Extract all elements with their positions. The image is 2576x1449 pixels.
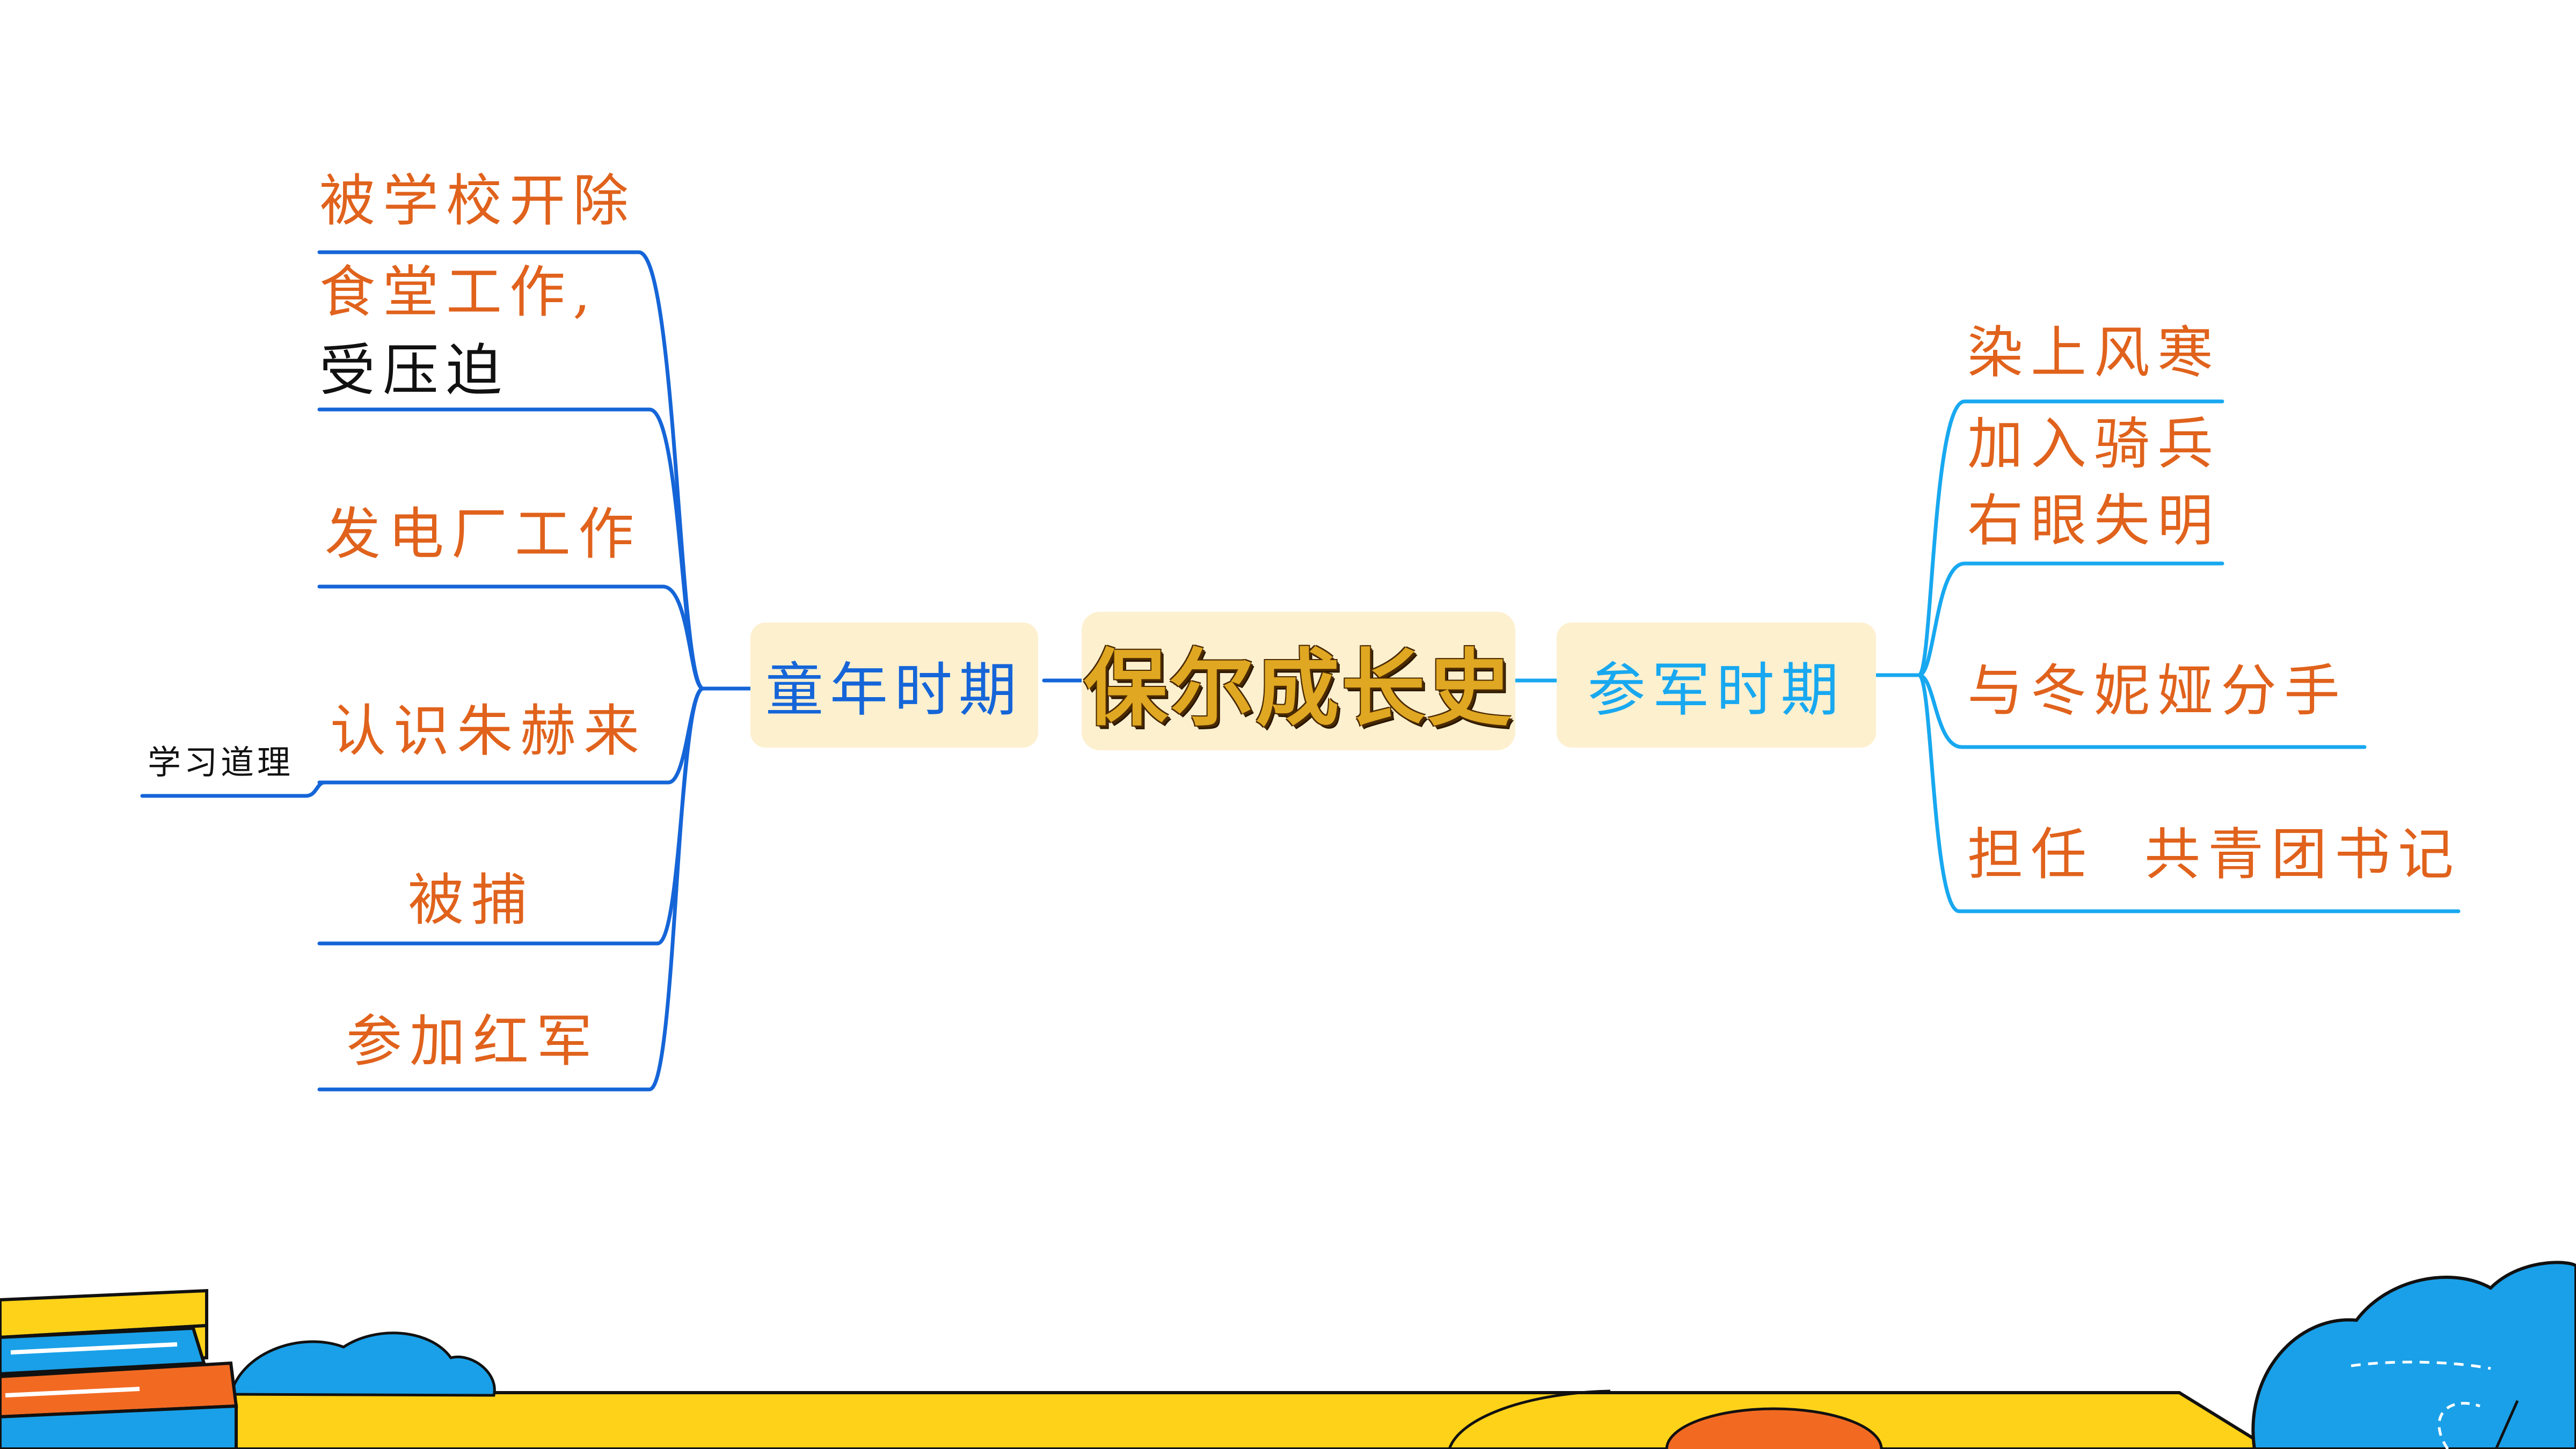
root-node-label: 保尔成长史 (1084, 640, 1513, 737)
desk-curve (1448, 1389, 1611, 1449)
connector-left-note (140, 780, 327, 798)
left-item-2-line1: 食堂工作, (319, 259, 599, 325)
right-item-2-line1: 加入骑兵 (1967, 411, 2221, 477)
connector-left-6 (317, 686, 705, 1092)
right-item-1: 染上风寒 (1967, 320, 2221, 385)
connector-right-2 (1917, 561, 2224, 677)
left-cloud (229, 1331, 496, 1397)
books-stack (0, 1289, 238, 1449)
cloud-swirl (2438, 1402, 2480, 1449)
right-item-3: 与冬妮娅分手 (1967, 658, 2348, 723)
left-item-6: 参加红军 (346, 1008, 600, 1074)
left-item-3: 发电厂工作 (325, 501, 642, 567)
left-branch-label: 童年时期 (765, 656, 1023, 724)
root-node: 保尔成长史 (1082, 612, 1515, 750)
left-item-4: 认识朱赫来 (330, 698, 647, 764)
right-branch-node: 参军时期 (1557, 623, 1876, 748)
left-item-5: 被捕 (408, 867, 535, 933)
left-item-2-line2: 受压迫 (319, 338, 510, 403)
right-item-4: 担任 共青团书记 (1967, 822, 2462, 887)
connector-right-1 (1917, 399, 2224, 677)
left-item-1: 被学校开除 (319, 168, 637, 233)
pencil-line (2494, 1400, 2519, 1449)
orange-object (1665, 1407, 1883, 1449)
right-item-2-line2: 右眼失明 (1967, 488, 2221, 553)
connector-right-4 (1917, 673, 2461, 913)
right-cloud (2251, 1261, 2576, 1449)
left-branch-node: 童年时期 (750, 623, 1038, 748)
connector-right-3 (1917, 673, 2367, 749)
left-item-4-note: 学习道理 (148, 743, 294, 782)
right-branch-label: 参军时期 (1587, 656, 1845, 724)
cloud-dash (2351, 1360, 2491, 1370)
connector-left-3 (317, 584, 705, 691)
desk-shape (202, 1391, 2274, 1449)
